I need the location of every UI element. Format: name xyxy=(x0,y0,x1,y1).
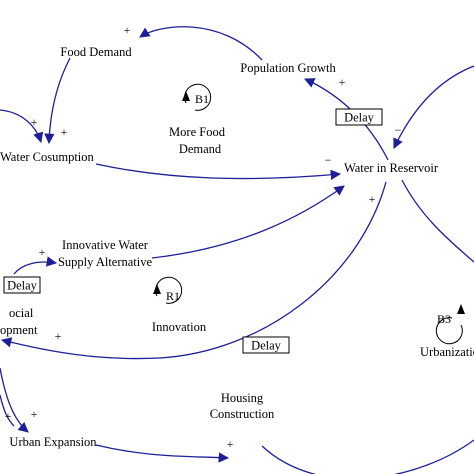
link-innovative-to-reservoir xyxy=(151,185,345,259)
link-population-to-food-demand xyxy=(139,26,263,61)
loop-b3-id: B3 xyxy=(437,312,451,326)
loop-r1-name: Innovation xyxy=(152,320,207,334)
variable-water-in-reservoir: Water in Reservoir xyxy=(344,161,439,175)
polarity-sign: + xyxy=(5,409,12,423)
polarity-sign: + xyxy=(61,125,68,139)
link-housing-to-right xyxy=(261,439,474,474)
loop-b1: B1 More Food Demand xyxy=(169,83,226,156)
loop-b1-name-line1: More Food xyxy=(169,125,226,139)
polarity-signs: + + + + − − + + + + + + xyxy=(5,23,402,451)
variable-water-consumption: Water Cosumption xyxy=(0,150,95,164)
variable-innovative-line1: Innovative Water xyxy=(62,238,149,252)
polarity-sign: − xyxy=(395,123,402,137)
delay-marker-bottom: Delay xyxy=(242,336,290,354)
link-left-edge-bottom xyxy=(0,394,15,427)
delay-label: Delay xyxy=(344,111,375,125)
variable-social-line1: ocial xyxy=(9,306,34,320)
polarity-sign: − xyxy=(325,153,332,167)
polarity-sign: + xyxy=(227,437,234,451)
link-reservoir-to-social xyxy=(0,181,387,360)
loop-b1-id: B1 xyxy=(195,92,209,106)
polarity-sign: + xyxy=(39,245,46,259)
variable-urbanization: Urbanizatio xyxy=(420,345,474,359)
variable-innovative-line2: Supply Alternative xyxy=(58,255,153,269)
variable-social-line2: opment xyxy=(0,323,38,337)
link-social-to-urban xyxy=(0,367,29,433)
loop-b3-arrowhead-icon xyxy=(457,304,465,314)
loop-b1-arrowhead-icon xyxy=(182,91,190,101)
variable-population-growth: Population Growth xyxy=(240,61,336,75)
variable-food-demand: Food Demand xyxy=(60,45,132,59)
loop-b3: B3 xyxy=(435,304,465,345)
polarity-sign: + xyxy=(124,23,131,37)
delay-label: Delay xyxy=(251,339,282,353)
delay-marker-top: Delay xyxy=(335,108,383,126)
link-consumption-to-reservoir xyxy=(95,163,342,181)
loop-r1-arrowhead-icon xyxy=(153,284,161,294)
variable-housing-line2: Construction xyxy=(210,407,275,421)
link-food-demand-to-water-consumption xyxy=(44,57,71,145)
variable-urban-expansion: Urban Expansion xyxy=(9,435,97,449)
delay-label: Delay xyxy=(7,279,38,293)
delay-marker-left: Delay xyxy=(3,276,41,294)
link-right-to-reservoir xyxy=(393,65,474,149)
link-delay-to-innovative xyxy=(13,256,58,275)
variables: Food Demand Population Growth Water Cosu… xyxy=(0,45,474,449)
loop-b1-name-line2: Demand xyxy=(179,142,222,156)
link-reservoir-to-urbanization xyxy=(401,179,474,263)
polarity-sign: + xyxy=(55,329,62,343)
loop-r1: R1 Innovation xyxy=(152,276,207,334)
polarity-sign: + xyxy=(369,192,376,206)
polarity-sign: + xyxy=(31,407,38,421)
variable-housing-line1: Housing xyxy=(221,391,264,405)
link-urban-to-housing xyxy=(95,444,230,463)
link-left-to-water-consumption xyxy=(0,109,44,143)
polarity-sign: + xyxy=(31,115,38,129)
loop-r1-id: R1 xyxy=(166,289,180,303)
polarity-sign: + xyxy=(339,75,346,89)
loop-b3-arrow-icon xyxy=(435,317,463,345)
